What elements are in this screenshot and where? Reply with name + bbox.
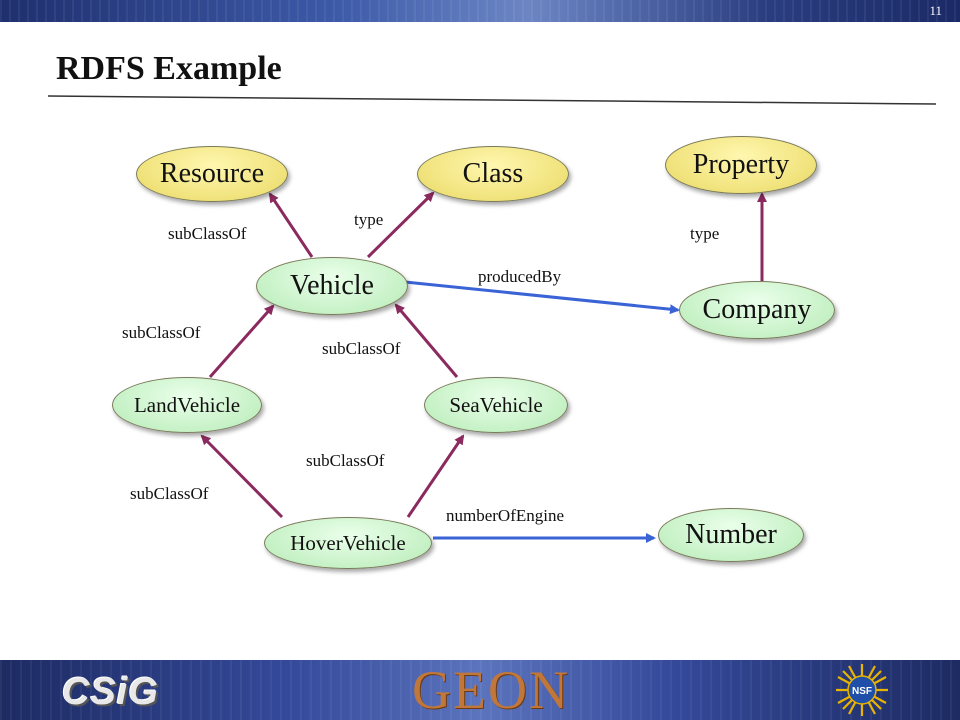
edge-vehicle-company — [404, 280, 680, 315]
label-sea-vehicle: subClassOf — [322, 339, 401, 358]
footer-bar — [0, 660, 960, 720]
top-bar: 11 — [0, 0, 960, 22]
node-land-vehicle: LandVehicle — [112, 377, 262, 433]
edge-hover-land — [200, 434, 284, 519]
nsf-logo: NSF — [836, 664, 888, 716]
edge-land-vehicle — [208, 304, 275, 378]
node-sea-vehicle: SeaVehicle — [424, 377, 568, 433]
node-resource: Resource — [136, 146, 288, 202]
label-hover-number: numberOfEngine — [446, 506, 565, 525]
node-vehicle: Vehicle — [256, 257, 408, 315]
page-number: 11 — [929, 3, 942, 18]
diagram-edges — [200, 191, 767, 543]
edge-vehicle-resource — [268, 192, 314, 258]
title-underline — [48, 95, 937, 105]
node-company: Company — [679, 281, 835, 339]
node-number: Number — [658, 508, 804, 562]
csig-logo: CSiG — [62, 671, 159, 713]
label-company-property: type — [690, 224, 720, 243]
label-hover-land: subClassOf — [130, 484, 209, 503]
edge-sea-vehicle — [394, 303, 459, 378]
edge-vehicle-class — [366, 191, 435, 259]
nsf-logo-text: NSF — [852, 686, 872, 697]
slide-title: RDFS Example — [56, 50, 282, 87]
label-hover-sea: subClassOf — [306, 451, 385, 470]
label-vehicle-resource: subClassOf — [168, 224, 247, 243]
node-hover-vehicle: HoverVehicle — [264, 517, 432, 569]
node-class: Class — [417, 146, 569, 202]
label-vehicle-company: producedBy — [478, 267, 562, 286]
label-vehicle-class: type — [354, 210, 384, 229]
label-land-vehicle: subClassOf — [122, 323, 201, 342]
geon-logo: GEON — [412, 660, 570, 720]
node-property: Property — [665, 136, 817, 194]
edge-hover-sea — [406, 434, 465, 518]
